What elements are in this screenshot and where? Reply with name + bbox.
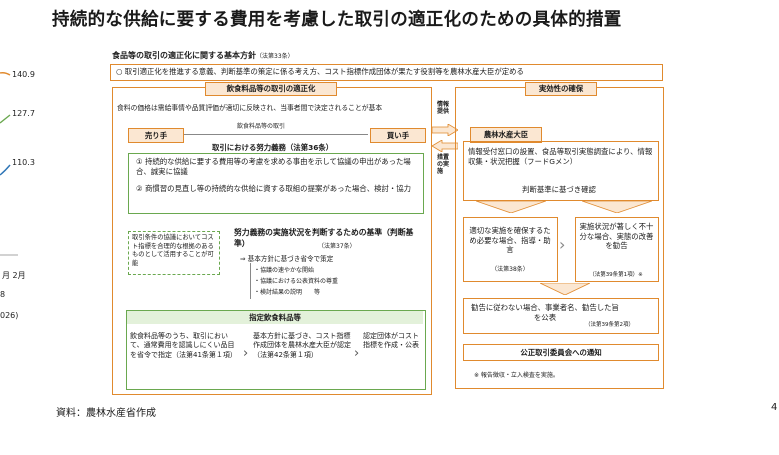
chart-value-3: 110.3: [12, 158, 35, 167]
down-arrow-right-icon: [582, 201, 652, 213]
chart-value-1: 140.9: [12, 70, 35, 79]
judge-items-box: [250, 263, 371, 299]
chart-line-1: [0, 72, 11, 76]
judge-item-2: ・協議における公表資料の尊重: [254, 278, 339, 285]
down-arrow-center-icon: [540, 283, 590, 295]
info-provision-label: 情報提供: [437, 101, 450, 116]
designated-arrow-2: ›: [354, 346, 360, 361]
designated-step-2: 基本方針に基づき、コスト指標作成団体を農林水産大臣が認定（法第42条第１項）: [253, 332, 351, 359]
chart-line-3: [0, 164, 11, 176]
publish-text: 勧告に従わない場合、事業者名、勧告した旨を公表: [471, 303, 619, 322]
designated-step-1: 飲食料品等のうち、取引において、通常費用を認識しにくい品目を省令で指定（法第41…: [130, 332, 237, 359]
basic-policy-text: ○ 取引適正化を推進する意義、判断基準の策定に係る考え方、コスト指標作成団体が果…: [116, 67, 524, 76]
right-panel-title: 実効性の確保: [525, 82, 597, 96]
left-panel-title: 飲食料品等の取引の適正化: [205, 82, 337, 96]
designated-box: [126, 310, 426, 390]
survey-text: 情報受付窓口の設置、食品等取引実態調査により、情報収集・状況把握（フードGメン）: [468, 147, 653, 166]
chart-axis-label-2: 8: [0, 290, 6, 299]
ftc-box: 公正取引委員会への通知: [463, 344, 659, 361]
publish-law: （法第39条第2項）: [585, 322, 634, 328]
page-title: 持続的な供給に要する費用を考慮した取引の適正化のための具体的措置: [52, 10, 622, 30]
effort-item-1: ① 持続的な供給に要する費用等の考慮を求める事由を示して協議の申出があった場合、…: [136, 157, 411, 176]
page-number: 4: [771, 402, 778, 413]
confirm-text: 判断基準に基づき確認: [522, 185, 596, 194]
effort-item-2: ② 商慣習の見直し等の持続的な供給に資する取組の提案があった場合、検討・協力: [136, 184, 412, 193]
recommend-law: （法第39条第1項）※: [589, 272, 643, 278]
seller-box: 売り手: [128, 128, 184, 143]
trade-arrow: [184, 134, 368, 135]
designated-arrow-1: ›: [243, 346, 249, 361]
cost-note-box: 取引条件の協議においてコスト指標を合理的な根拠のあるものとして活用することが可能: [128, 231, 220, 275]
effort-title: 取引における努力義務（法第36条）: [212, 143, 334, 152]
judge-law: （法第37条）: [318, 243, 356, 250]
left-panel-intro: 食料の価格は需給事情や品質評価が適切に反映され、当事者間で決定されることが基本: [117, 104, 383, 112]
basic-policy-header: 食品等の取引の適正化に関する基本方針（法第33条）: [112, 50, 652, 61]
trade-label: 飲食料品等の取引: [237, 123, 286, 130]
buyer-box: 買い手: [370, 128, 426, 143]
effort-box: [128, 153, 424, 214]
guidance-to-recommend-arrow-icon: ›: [559, 235, 566, 254]
judge-item-1: ・協議の速やかな開始: [254, 267, 315, 274]
publish-box: [463, 298, 659, 334]
designated-title: 指定飲食料品等: [127, 311, 423, 324]
chart-value-2: 127.7: [12, 109, 35, 118]
recommend-text: 実施状況が著しく不十分な場合、実態の改善を勧告: [579, 222, 654, 251]
info-provision-arrow-icon: [432, 124, 458, 136]
judge-basis: ⇒ 基本方針に基づき省令で策定: [240, 255, 334, 263]
chart-axis-label-3: 026): [0, 311, 19, 320]
chart-axis-label-1: 月 2月: [2, 271, 26, 280]
survey-box: [463, 141, 659, 201]
basic-policy-law: （法第33条）: [256, 53, 294, 60]
guidance-law: （法第38条）: [491, 266, 529, 273]
guidance-box: [463, 217, 558, 282]
judge-item-3: ・検討結果の説明 等: [254, 289, 321, 296]
right-panel-note: ※ 報告徴収・立入検査を実施。: [474, 372, 559, 379]
recommend-box: [575, 217, 659, 282]
source-note: 資料：農林水産省作成: [56, 408, 156, 419]
judge-title: 努力義務の実施状況を判断するための基準（判断基準）: [234, 228, 414, 248]
basic-policy-box: [110, 64, 663, 81]
designated-step-3: 認定団体がコスト指標を作成・公表: [363, 332, 419, 350]
basic-policy-title: 食品等の取引の適正化に関する基本方針: [112, 51, 256, 60]
down-arrow-left-icon: [476, 201, 546, 213]
chart-line-2: [0, 114, 11, 124]
minister-box: 農林水産大臣: [470, 127, 542, 143]
measure-label: 措置の実施: [437, 154, 450, 176]
left-chart-fragment: [0, 72, 18, 256]
guidance-text: 適切な実施を確保するため必要な場合、指導・助言: [469, 226, 551, 255]
